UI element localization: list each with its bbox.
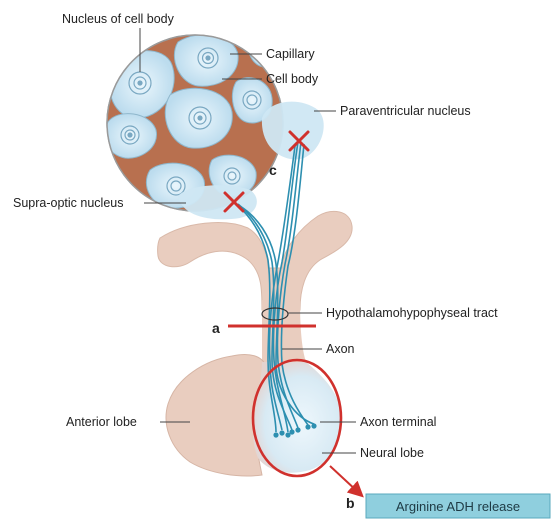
label-capillary: Capillary <box>266 47 315 61</box>
label-paraventricular-nucleus: Paraventricular nucleus <box>340 104 471 118</box>
marker-c: c <box>269 162 277 178</box>
arginine-adh-release-box: Arginine ADH release <box>366 494 550 518</box>
marker-a: a <box>212 320 220 336</box>
label-nucleus-of-cell-body: Nucleus of cell body <box>62 12 175 26</box>
label-axon: Axon <box>326 342 355 356</box>
marker-b: b <box>346 495 355 511</box>
anterior-lobe <box>166 354 266 475</box>
label-neural-lobe: Neural lobe <box>360 446 424 460</box>
label-arginine-adh-release: Arginine ADH release <box>396 499 520 514</box>
supra-optic-nucleus-blob <box>178 185 257 219</box>
release-arrow-b <box>330 466 358 492</box>
label-anterior-lobe: Anterior lobe <box>66 415 137 429</box>
label-cell-body: Cell body <box>266 72 319 86</box>
label-axon-terminal: Axon terminal <box>360 415 436 429</box>
label-hypothalamohypophyseal-tract: Hypothalamohypophyseal tract <box>326 306 498 320</box>
label-supra-optic-nucleus: Supra-optic nucleus <box>13 196 123 210</box>
